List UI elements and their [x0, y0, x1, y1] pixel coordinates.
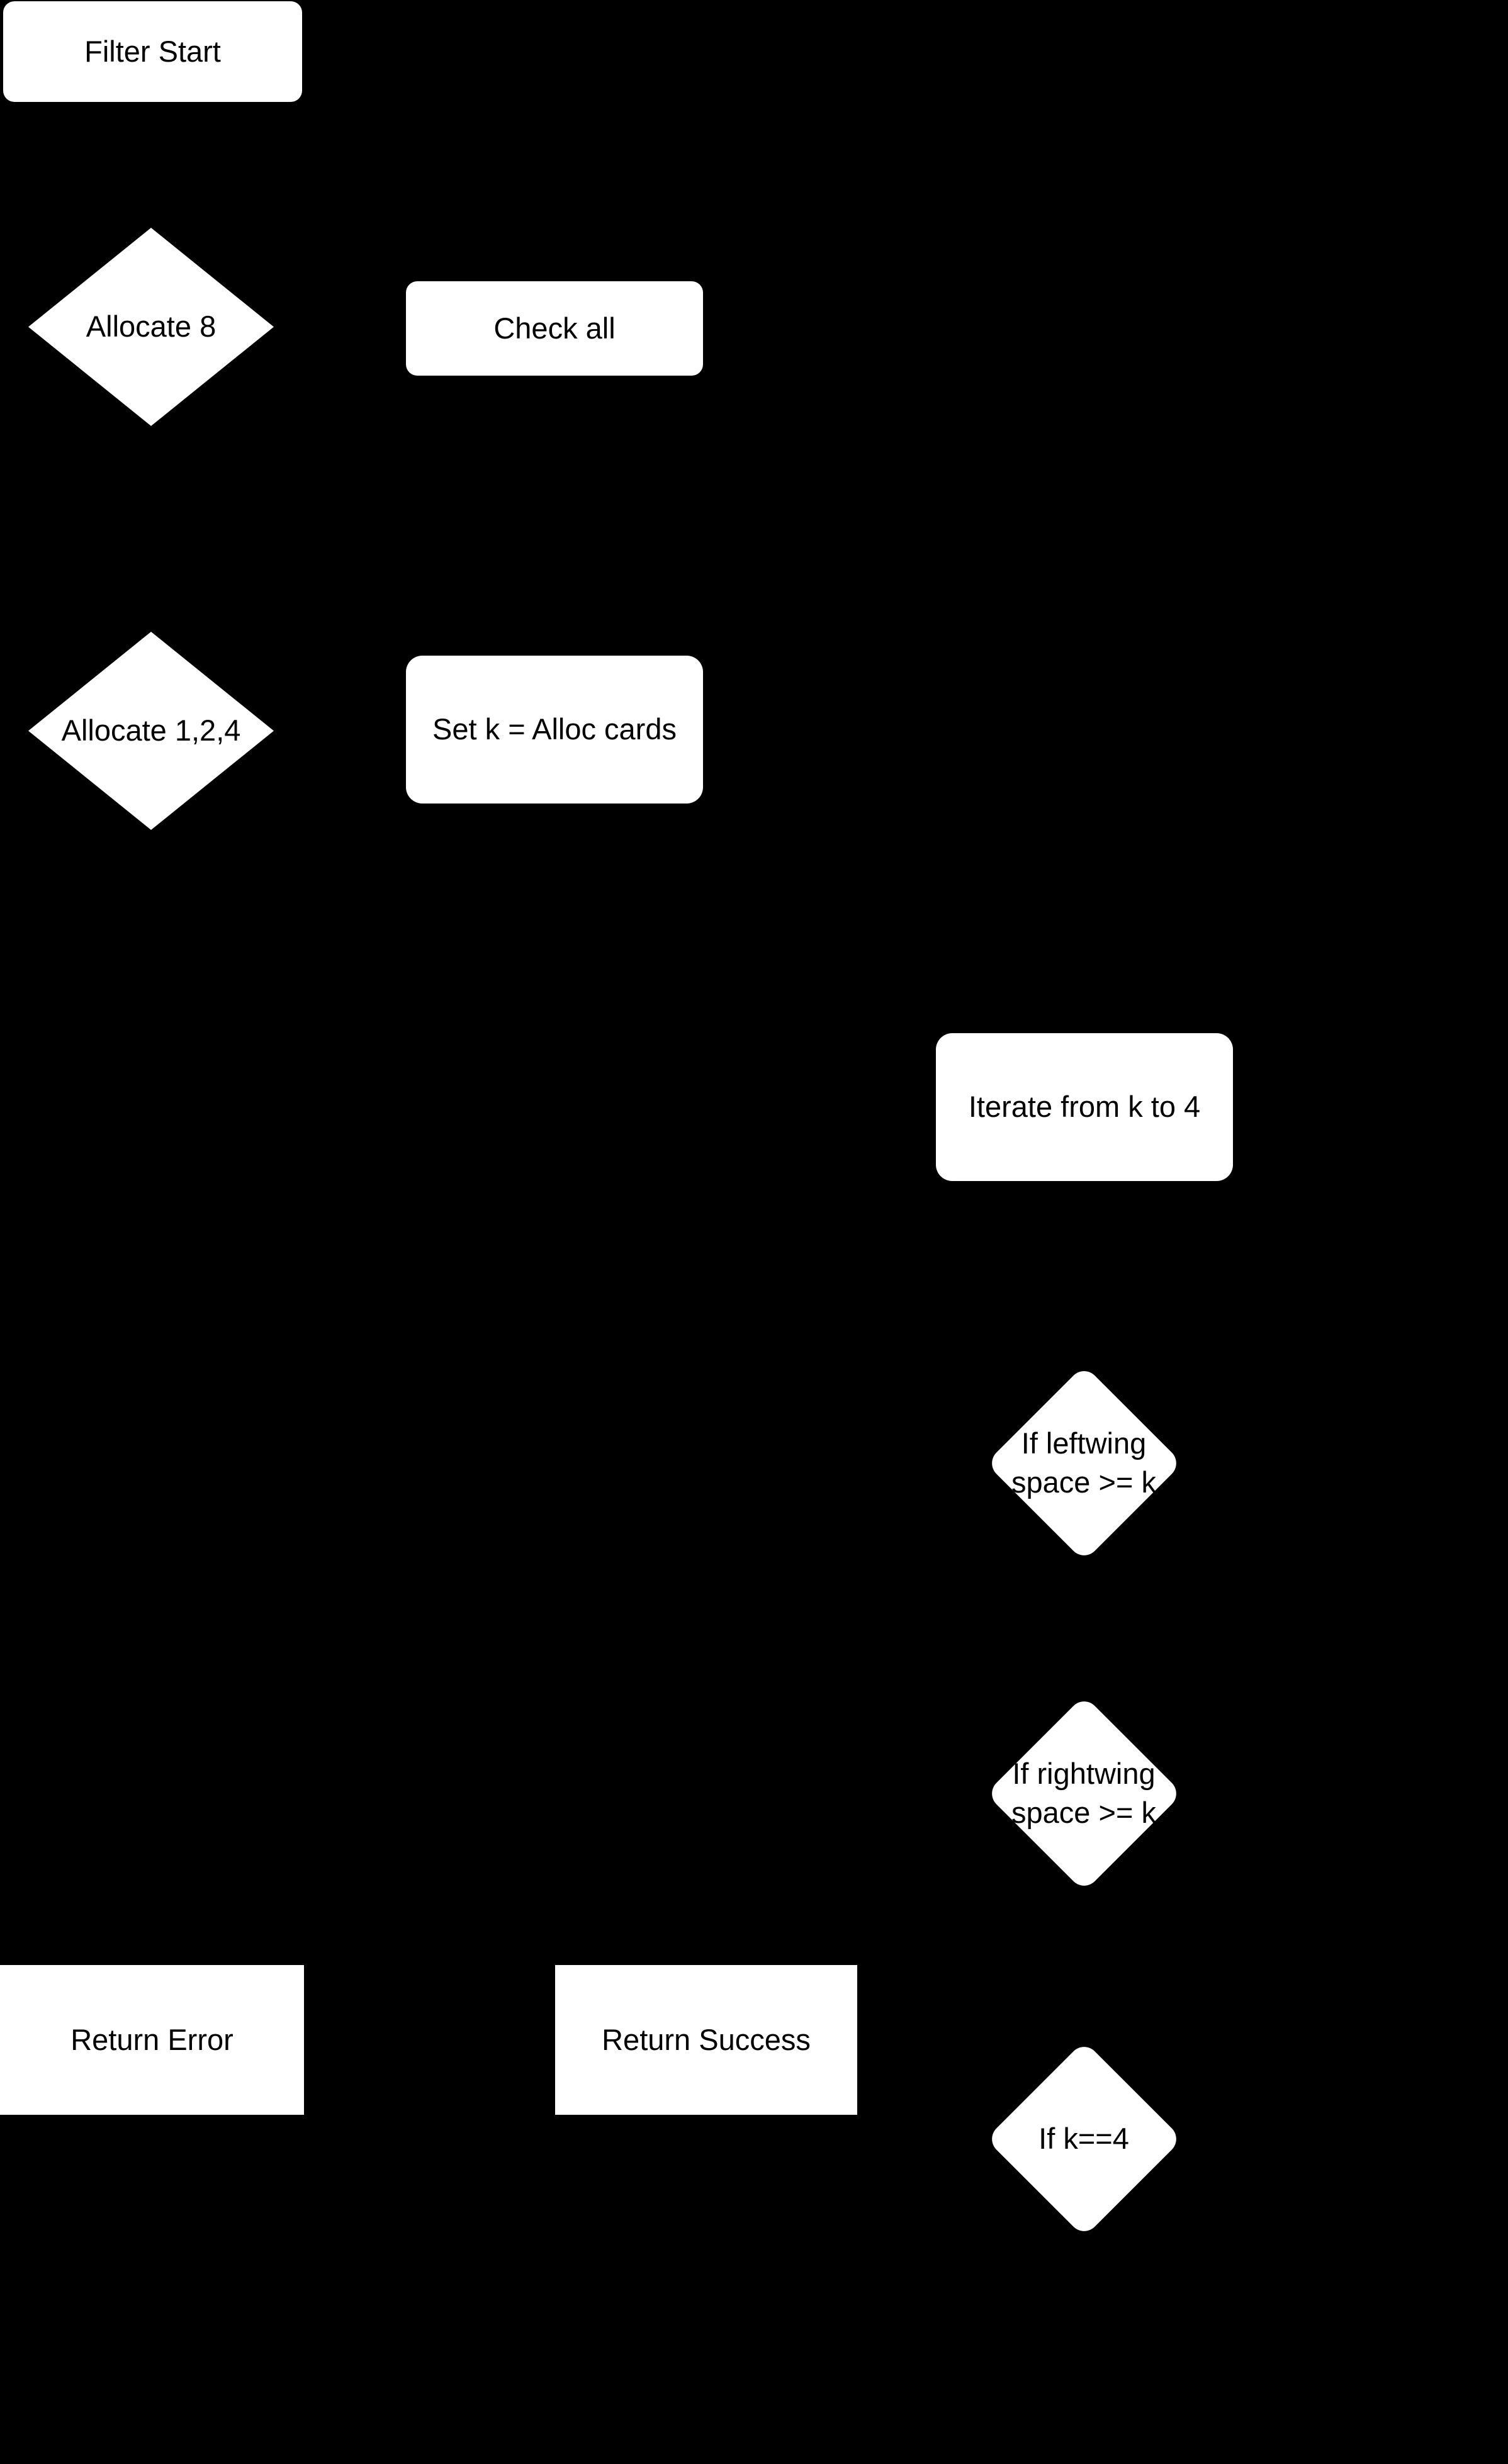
node-label: Allocate 1,2,4	[28, 632, 274, 830]
node-return-error: Return Error	[0, 1965, 304, 2115]
node-allocate-8: Allocate 8	[28, 228, 274, 426]
node-label: Filter Start	[3, 1, 302, 102]
node-label-line: Return Success	[602, 2022, 811, 2056]
node-allocate-1-2-4: Allocate 1,2,4	[28, 632, 274, 830]
node-label: Iterate from k to 4	[936, 1033, 1233, 1181]
node-label: If leftwing space >= k	[992, 1369, 1176, 1557]
rounded-rect-shape	[936, 1033, 1233, 1181]
node-label-line: Allocate 1,2,4	[61, 714, 241, 748]
node-label-line: space >= k	[1011, 1796, 1156, 1829]
node-label-line: Return Error	[70, 2022, 234, 2056]
node-label: Return Error	[0, 1965, 304, 2115]
node-filter-start: Filter Start	[3, 1, 302, 102]
node-label: If rightwing space >= k	[992, 1700, 1176, 1887]
node-label: Return Success	[555, 1965, 857, 2115]
rounded-rect-shape	[406, 281, 703, 376]
node-return-success: Return Success	[555, 1965, 857, 2115]
node-set-k-alloc-cards: Set k = Alloc cards	[406, 656, 703, 804]
node-label-line: space >= k	[1011, 1465, 1156, 1499]
node-label: If k==4	[992, 2045, 1176, 2232]
node-if-k-equals-4: If k==4	[985, 2040, 1183, 2237]
node-label-line: Check all	[493, 311, 616, 345]
node-label-line: Allocate 8	[86, 310, 217, 344]
rounded-rect-shape	[406, 656, 703, 804]
node-iterate-from-k-to-4: Iterate from k to 4	[936, 1033, 1233, 1181]
rect-shape	[0, 1965, 304, 2115]
node-label: Check all	[406, 281, 703, 376]
node-label-line: Set k = Alloc cards	[432, 712, 677, 746]
node-if-rightwing-space: If rightwing space >= k	[985, 1694, 1183, 1892]
node-label-line: If leftwing	[1021, 1426, 1147, 1460]
node-label-line: If k==4	[1038, 2121, 1129, 2155]
rect-shape	[555, 1965, 857, 2115]
node-if-leftwing-space: If leftwing space >= k	[985, 1364, 1183, 1562]
node-label-line: Filter Start	[84, 34, 221, 68]
node-label: Set k = Alloc cards	[406, 656, 703, 804]
node-label: Allocate 8	[28, 228, 274, 426]
node-label-line: If rightwing	[1012, 1756, 1156, 1790]
rounded-rect-shape	[3, 1, 302, 102]
node-check-all: Check all	[406, 281, 703, 376]
node-label-line: Iterate from k to 4	[968, 1090, 1201, 1124]
